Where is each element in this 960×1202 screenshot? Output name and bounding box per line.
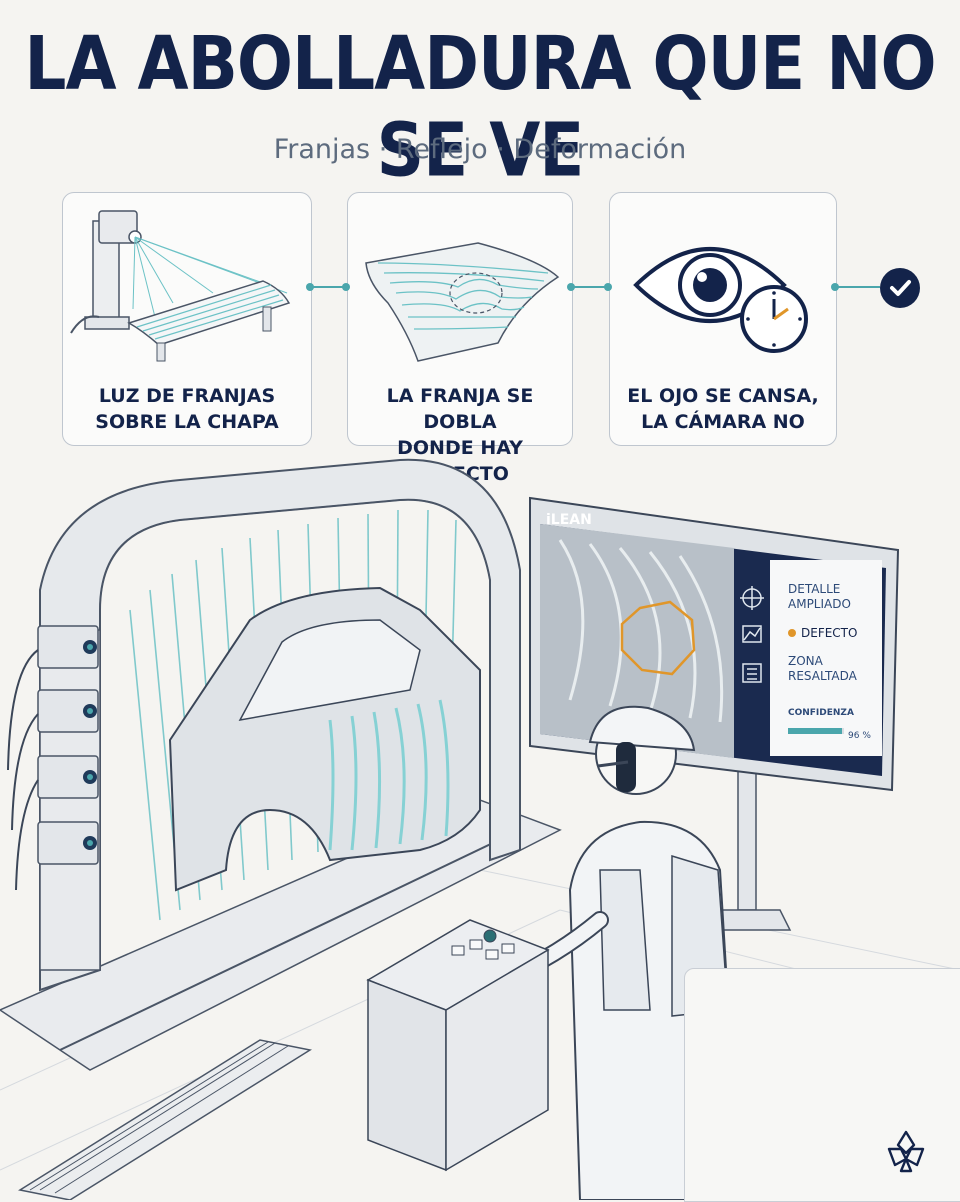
connector-dot [831, 283, 839, 291]
monitor-brand: iLEAN [546, 512, 592, 528]
floor-grate [18, 1039, 312, 1200]
connector-dot [567, 283, 575, 291]
corner-panel [684, 968, 960, 1202]
connector-dot [342, 283, 350, 291]
control-console [366, 919, 550, 1172]
connector-dot [306, 283, 314, 291]
defect-dot-icon [788, 629, 796, 637]
step-3-line-1: EL OJO SE CANSA, [627, 385, 819, 407]
connector-3-check [835, 286, 880, 288]
step-1-line-2: SOBRE LA CHAPA [95, 411, 279, 433]
brand-logo-icon [887, 1130, 925, 1173]
connector-1-2 [310, 286, 347, 288]
step-2-line-1: LA FRANJA SE DOBLA [386, 385, 534, 433]
step-card-fringe-light: LUZ DE FRANJAS SOBRE LA CHAPA [62, 192, 312, 446]
monitor-defect-label: DEFECTO [801, 626, 858, 640]
step-card-eye-camera: EL OJO SE CANSA, LA CÁMARA NO [609, 192, 837, 446]
page-title: LA ABOLLADURA QUE NO SE VE [24, 20, 936, 194]
monitor-confidence-label: CONFIDENZA [788, 708, 854, 718]
confidence-bar [788, 728, 844, 734]
fringe-projector-icon [70, 210, 291, 362]
connector-dot [604, 283, 612, 291]
step-3-line-2: LA CÁMARA NO [641, 411, 805, 433]
bent-stripes-sheet-icon [365, 242, 560, 362]
connector-2-3 [571, 286, 609, 288]
camera-column [7, 625, 101, 971]
monitor-detail-label: DETALLE AMPLIADO [788, 582, 851, 611]
eye-clock-icon [633, 247, 808, 353]
monitor-confidence-value: 96 % [848, 731, 871, 741]
confidence-bar-fill [788, 728, 842, 734]
step-1-line-1: LUZ DE FRANJAS [98, 385, 276, 407]
monitor-zone-label: ZONA RESALTADA [788, 654, 857, 683]
check-icon [880, 268, 920, 308]
page-subtitle: Franjas · Reflejo · Deformación [273, 134, 687, 165]
inspection-monitor [529, 496, 900, 792]
step-card-bent-fringe: LA FRANJA SE DOBLA DONDE HAY DEFECTO [347, 192, 573, 485]
